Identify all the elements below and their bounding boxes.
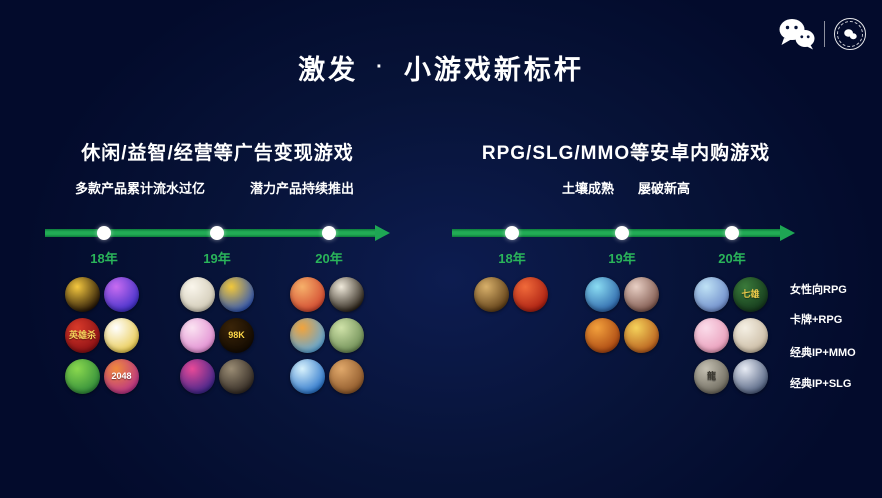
page-title-part1: 激发 [298, 55, 359, 85]
soldier-gun-game-icon [219, 359, 254, 394]
calligraphy-red-game-icon [733, 318, 768, 353]
dino-game-icon [290, 318, 325, 353]
left-stat-revenue: 多款产品累计流水过亿 [75, 181, 206, 196]
right-timeline: 18年 19年 20年 [452, 225, 882, 267]
page-title-part2: 小游戏新标杆 [403, 55, 584, 85]
coin-gold-game-icon [65, 277, 100, 312]
left-2019-icon-group: 98K [180, 277, 254, 394]
right-2020-icon-group: 七雄龍 [694, 277, 768, 394]
timeline-arrow-icon [780, 225, 795, 241]
soccer-fish-game-icon [65, 359, 100, 394]
timeline-dot-2019 [210, 226, 224, 240]
pink-girl-game-icon [180, 318, 215, 353]
whale-game-icon [329, 359, 364, 394]
right-stat-record: 屡破新高 [638, 181, 691, 196]
cat-fries-game-icon [180, 277, 215, 312]
year-label-2018: 18年 [90, 251, 118, 266]
right-stats: 土壤成熟 屡破新高 [452, 178, 800, 197]
moon-silhouette-game-icon [329, 277, 364, 312]
timeline-dot-2018 [97, 226, 111, 240]
redhead-girl-game-icon [290, 277, 325, 312]
right-2018-icon-group [474, 277, 548, 312]
blue-hair-face-game-icon [219, 277, 254, 312]
timeline-arrow-icon [375, 225, 390, 241]
year-label-2018: 18年 [498, 251, 526, 266]
dragon-stone-game-icon: 龍 [694, 359, 729, 394]
right-section-title: RPG/SLG/MMO等安卓内购游戏 [481, 143, 771, 164]
beauty-portrait-game-icon [624, 277, 659, 312]
timeline-dot-2020 [322, 226, 336, 240]
penguin-red-game-icon [513, 277, 548, 312]
timeline-dot-2020 [725, 226, 739, 240]
orange-warrior-game-icon [585, 318, 620, 353]
left-stat-pipeline: 潜力产品持续推出 [250, 181, 355, 196]
palace-beauty-game-icon [694, 277, 729, 312]
left-section-title: 休闲/益智/经营等广告变现游戏 [81, 143, 354, 164]
flower-girl-game-icon [694, 318, 729, 353]
title-dot: · [376, 56, 386, 78]
wechat-logo-icon [779, 19, 815, 50]
page-title: 激发 · 小游戏新标杆 [0, 48, 882, 87]
shark-game-icon [290, 359, 325, 394]
hero-card-game-icon: 英雄杀 [65, 318, 100, 353]
category-label-classic-mmo: 经典IP+MMO [790, 347, 856, 359]
timeline-dot-2018 [505, 226, 519, 240]
year-label-2019: 19年 [203, 251, 231, 266]
category-label-card-rpg: 卡牌+RPG [790, 314, 843, 326]
right-2019-icon-group [585, 277, 659, 353]
right-section: RPG/SLG/MMO等安卓内购游戏 土壤成熟 屡破新高 18年 19年 20年… [452, 0, 882, 498]
category-label-classic-slg: 经典IP+SLG [790, 378, 852, 390]
left-timeline: 18年 19年 20年 [45, 225, 390, 267]
color-blocks-game-icon [180, 359, 215, 394]
right-stat-soil: 土壤成熟 [561, 181, 614, 196]
header-logos [779, 18, 866, 50]
sword-scroll-game-icon [474, 277, 509, 312]
qing-lady-game-icon [624, 318, 659, 353]
logo-divider [824, 21, 825, 47]
year-label-2019: 19年 [608, 251, 636, 266]
circular-seal-badge-icon [834, 18, 866, 50]
white-hair-hero-game-icon [733, 359, 768, 394]
purple-orb-game-icon [104, 277, 139, 312]
2048-balls-game-icon: 2048 [104, 359, 139, 394]
town-build-game-icon [329, 318, 364, 353]
year-label-2020: 20年 [315, 251, 343, 266]
year-label-2020: 20年 [718, 251, 746, 266]
timeline-dot-2019 [615, 226, 629, 240]
98k-chip-game-icon: 98K [219, 318, 254, 353]
left-section: 休闲/益智/经营等广告变现游戏 多款产品累计流水过亿 潜力产品持续推出 18年 … [45, 0, 390, 498]
cat-rays-game-icon [104, 318, 139, 353]
category-label-female-rpg: 女性向RPG [790, 284, 847, 296]
qixiong-calligraphy-game-icon: 七雄 [733, 277, 768, 312]
blue-soldier-game-icon [585, 277, 620, 312]
left-2020-icon-group [290, 277, 364, 394]
